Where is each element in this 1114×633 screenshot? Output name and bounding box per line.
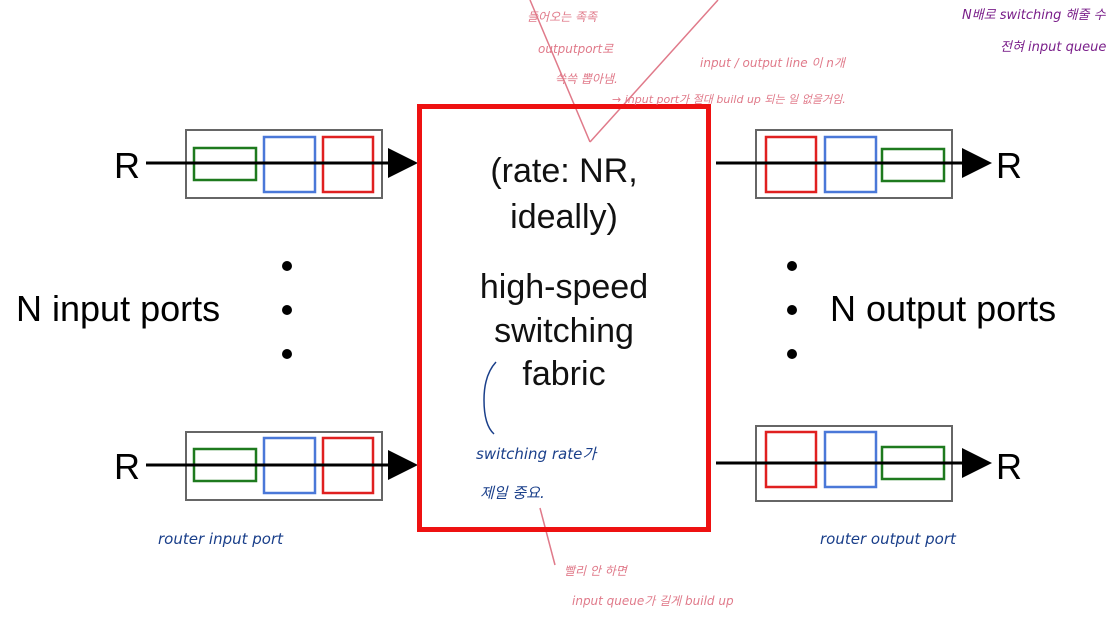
queue-red bbox=[764, 430, 818, 489]
output-ellipsis bbox=[787, 261, 797, 359]
note-top-pink-3: 쓱쓱 뽑아냄. bbox=[555, 72, 618, 86]
input-rate-bottom: R bbox=[114, 446, 140, 487]
pink-v-right bbox=[589, 0, 719, 143]
input-ports-label: N input ports bbox=[16, 288, 221, 329]
input-port-top bbox=[146, 129, 418, 199]
output-rate-top: R bbox=[996, 145, 1022, 186]
output-rate-bottom: R bbox=[996, 446, 1022, 487]
note-bottom-pink-1: 빨리 안 하면 bbox=[564, 564, 627, 578]
note-switching-rate-2: 제일 중요. bbox=[480, 484, 545, 502]
output-port-bottom bbox=[716, 425, 992, 502]
note-purple-1: N배로 switching 해줄 수 bbox=[962, 8, 1106, 23]
note-router-input-port: router input port bbox=[158, 530, 283, 548]
switching-fabric-box bbox=[417, 104, 711, 532]
note-bottom-pink-2: input queue가 길게 build up bbox=[572, 594, 734, 608]
fabric-ideally-line: ideally) bbox=[510, 198, 618, 236]
input-port-bottom bbox=[146, 431, 418, 501]
output-ports-label: N output ports bbox=[830, 288, 1057, 329]
pink-bottom-curve bbox=[539, 507, 556, 566]
queue-blue bbox=[823, 430, 878, 489]
blue-bracket bbox=[483, 361, 497, 435]
fabric-rate-line: (rate: NR, bbox=[490, 152, 638, 190]
fabric-title-line3: fabric bbox=[522, 355, 606, 393]
queue-green bbox=[880, 147, 946, 183]
note-line-count: input / output line 이 n개 bbox=[700, 56, 845, 70]
note-purple-2: 전혀 input queue bbox=[1000, 40, 1107, 55]
input-rate-top: R bbox=[114, 145, 140, 186]
note-top-pink-1: 들어오는 족족 bbox=[527, 10, 598, 24]
output-port-top bbox=[716, 129, 992, 199]
note-top-pink-2: outputport로 bbox=[538, 42, 614, 56]
pink-v-left bbox=[529, 0, 591, 143]
input-ellipsis bbox=[282, 261, 292, 359]
note-router-output-port: router output port bbox=[820, 530, 956, 548]
fabric-title-line1: high-speed bbox=[479, 268, 649, 306]
note-no-buildup: → input port가 절대 build up 되는 일 없을거임. bbox=[612, 93, 846, 106]
fabric-title-line2: switching bbox=[494, 312, 634, 350]
note-switching-rate-1: switching rate가 bbox=[476, 445, 597, 463]
